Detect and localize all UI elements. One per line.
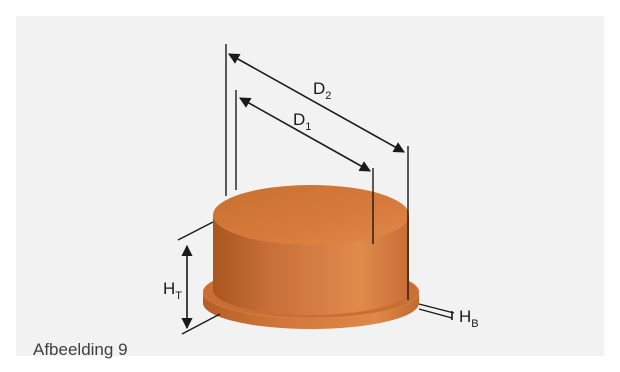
ht-label: HT (163, 279, 182, 302)
d2-label: D2 (313, 79, 331, 102)
ht-extension-bottom (181, 313, 221, 335)
figure-caption: Afbeelding 9 (33, 340, 128, 359)
d1-dimension-arrow (239, 97, 371, 172)
d1-label: D1 (293, 110, 311, 133)
hb-extension-top (418, 303, 455, 314)
ht-extension-top (177, 221, 214, 241)
dimension-arrows (181, 53, 453, 330)
cap-top-face (213, 185, 409, 245)
end-cap-body (202, 185, 420, 329)
hb-extension-bottom (418, 308, 453, 319)
extension-lines (177, 44, 455, 335)
d2-dimension-arrow (228, 53, 405, 153)
hb-label: HB (459, 307, 479, 330)
